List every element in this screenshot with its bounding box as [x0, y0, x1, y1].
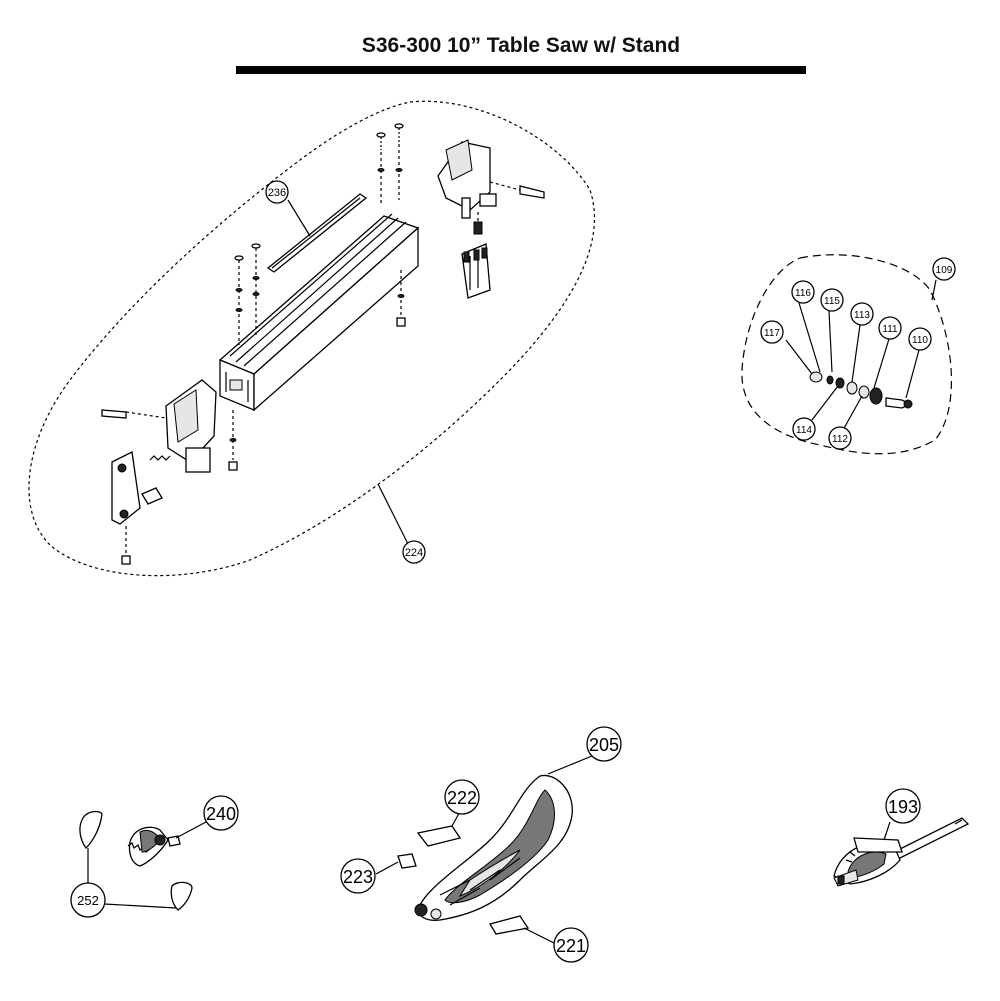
guard-pawl-221	[488, 915, 530, 935]
callout-240: 240	[203, 795, 239, 831]
rip-fence-assembly: 236 224	[28, 100, 595, 577]
rear-end-cap	[437, 139, 545, 299]
callout-110: 110	[908, 327, 932, 351]
svg-text:111: 111	[882, 324, 898, 335]
svg-text:109: 109	[936, 265, 953, 276]
svg-text:223: 223	[343, 867, 373, 887]
blade-guard-assembly: 205 222 223 221	[340, 726, 622, 963]
svg-text:252: 252	[77, 893, 99, 908]
svg-text:115: 115	[824, 296, 840, 307]
arbor-group-boundary	[741, 254, 953, 455]
label-piece-lower	[170, 881, 193, 911]
arbor-washer-assembly: 109 116 115 113 111 110 117 114 112	[741, 254, 956, 455]
fence-rail	[218, 213, 420, 412]
callout-205: 205	[586, 726, 622, 762]
fence-face-strip	[266, 193, 368, 273]
arbor-washers	[809, 371, 913, 409]
svg-text:240: 240	[206, 804, 236, 824]
callout-222: 222	[444, 779, 480, 815]
callout-111: 111	[878, 316, 902, 340]
callout-221: 221	[553, 927, 589, 963]
callout-193: 193	[885, 788, 921, 824]
label-piece-upper	[79, 810, 103, 849]
svg-text:114: 114	[796, 425, 812, 436]
miter-gauge-assembly: 193	[833, 788, 970, 887]
svg-text:110: 110	[912, 335, 928, 346]
callout-117: 117	[760, 320, 784, 344]
callout-115: 115	[820, 288, 844, 312]
callout-109: 109	[932, 257, 956, 281]
title-rule	[236, 66, 806, 74]
callout-252: 252	[70, 882, 106, 918]
svg-text:222: 222	[447, 788, 477, 808]
anti-kickback-pawl-assembly: 240	[127, 795, 239, 867]
front-lock-handle	[101, 379, 217, 565]
callout-236: 236	[265, 180, 289, 204]
svg-text:236: 236	[268, 187, 286, 199]
callout-116: 116	[791, 280, 815, 304]
guard-pawl-222	[416, 825, 462, 847]
svg-text:205: 205	[589, 735, 619, 755]
callout-112: 112	[828, 426, 852, 450]
callout-223: 223	[340, 858, 376, 894]
svg-text:113: 113	[854, 310, 870, 321]
svg-text:221: 221	[556, 936, 586, 956]
svg-text:117: 117	[764, 328, 780, 339]
callout-114: 114	[792, 417, 816, 441]
svg-text:116: 116	[795, 288, 811, 299]
callout-113: 113	[850, 302, 874, 326]
svg-text:193: 193	[888, 797, 918, 817]
page-title: S36-300 10” Table Saw w/ Stand	[361, 34, 681, 57]
guard-pawl-223	[397, 853, 417, 869]
rip-fence-group-boundary	[28, 100, 595, 577]
fence-screws	[228, 123, 406, 471]
svg-text:112: 112	[832, 434, 848, 445]
warning-labels: 252	[70, 810, 193, 918]
svg-text:224: 224	[405, 547, 423, 559]
callout-224: 224	[402, 540, 426, 564]
